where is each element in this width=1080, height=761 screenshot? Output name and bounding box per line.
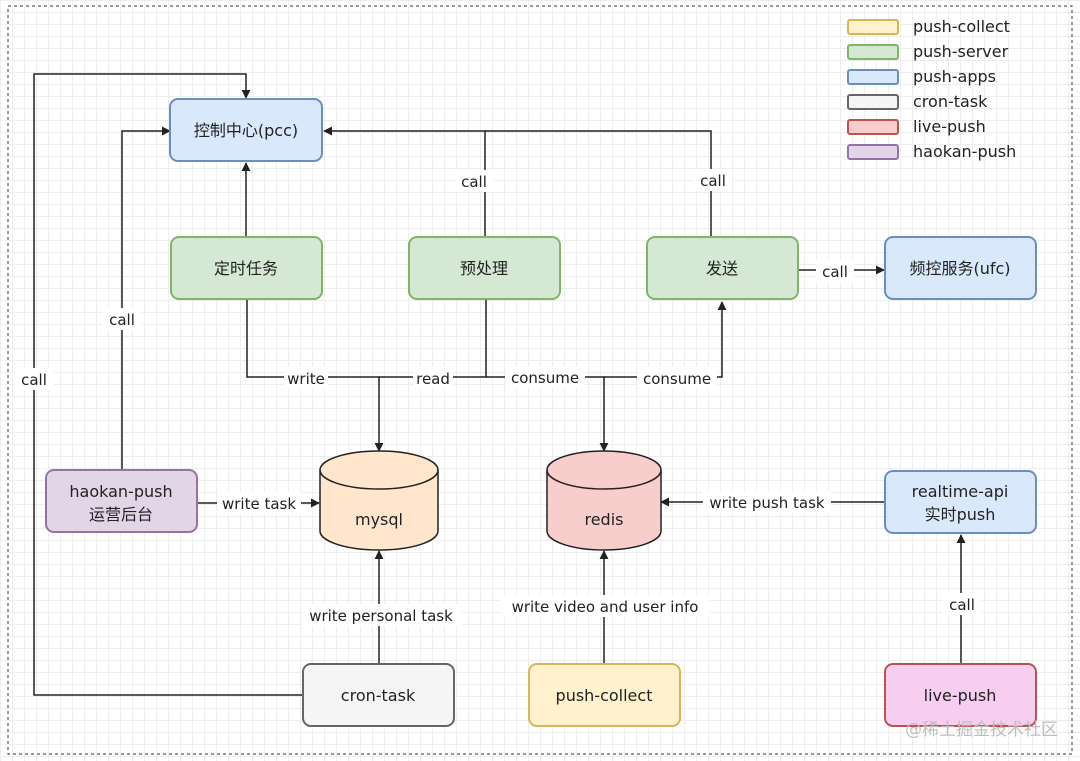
svg-text:realtime-api: realtime-api [912, 482, 1009, 501]
edge-label-call-cron: call [21, 371, 47, 389]
node-push-collect[interactable]: push-collect [528, 663, 681, 727]
edge-label-read: read [416, 370, 450, 388]
legend-label-live-push: live-push [913, 117, 986, 136]
edge-label-write-task: write task [222, 495, 296, 513]
edge-label-call-haokan: call [109, 311, 135, 329]
legend: push-collect push-server push-apps cron-… [847, 17, 1016, 161]
edge-redis-to-send [604, 301, 727, 378]
node-live-push[interactable]: live-push [884, 663, 1037, 727]
node-ufc[interactable]: 频控服务(ufc) [884, 236, 1037, 300]
node-schedule[interactable]: 定时任务 [170, 236, 323, 300]
edge-label-write-video-user-info: write video and user info [512, 598, 699, 616]
node-cron-task[interactable]: cron-task [302, 663, 455, 727]
edge-label-consume-preprocess: consume [511, 369, 579, 387]
svg-text:push-collect: push-collect [556, 686, 653, 705]
legend-swatch-haokan-push [847, 144, 899, 160]
node-haokan-admin[interactable]: haokan-push 运营后台 [45, 469, 198, 533]
svg-text:实时push: 实时push [925, 505, 996, 524]
legend-label-haokan-push: haokan-push [913, 142, 1016, 161]
edge-label-write-push-task: write push task [709, 494, 824, 512]
legend-swatch-push-server [847, 44, 899, 60]
svg-text:运营后台: 运营后台 [89, 505, 153, 524]
edge-preprocess-consume-redis [486, 376, 609, 452]
edge-labels: call call call call call write read cons… [15, 169, 981, 626]
svg-text:频控服务(ufc): 频控服务(ufc) [909, 259, 1010, 278]
legend-label-push-server: push-server [913, 42, 1009, 61]
legend-label-push-apps: push-apps [913, 67, 996, 86]
node-pcc[interactable]: 控制中心(pcc) [169, 98, 323, 162]
edges [33, 73, 966, 696]
svg-text:控制中心(pcc): 控制中心(pcc) [194, 121, 298, 140]
edge-label-call-preprocess: call [461, 173, 487, 191]
node-send[interactable]: 发送 [646, 236, 799, 300]
svg-text:cron-task: cron-task [341, 686, 416, 705]
edge-preprocess-read-mysql [379, 300, 487, 378]
edge-label-call-send: call [700, 172, 726, 190]
svg-text:mysql: mysql [355, 510, 403, 529]
node-realtime-api[interactable]: realtime-api 实时push [884, 470, 1037, 534]
watermark: @稀土掘金技术社区 [905, 720, 1058, 740]
legend-swatch-push-apps [847, 69, 899, 85]
edge-label-call-ufc: call [822, 263, 848, 281]
node-mysql[interactable]: mysql [319, 450, 439, 551]
svg-text:定时任务: 定时任务 [214, 259, 278, 278]
svg-text:预处理: 预处理 [460, 259, 508, 278]
svg-text:live-push: live-push [924, 686, 997, 705]
node-redis[interactable]: redis [546, 450, 662, 551]
edge-send-to-pcc [485, 130, 712, 237]
legend-swatch-cron-task [847, 94, 899, 110]
nodes: 控制中心(pcc) 定时任务 预处理 发送 频控服务(ufc) haokan-p… [45, 98, 1037, 727]
edge-haokan-to-pcc [121, 126, 171, 469]
edge-label-write-personal-task: write personal task [309, 607, 453, 625]
svg-text:haokan-push: haokan-push [69, 482, 172, 501]
svg-text:redis: redis [584, 510, 623, 529]
legend-swatch-push-collect [847, 19, 899, 35]
svg-text:发送: 发送 [706, 259, 738, 278]
legend-label-push-collect: push-collect [913, 17, 1010, 36]
legend-label-cron-task: cron-task [913, 92, 988, 111]
edge-label-call-live: call [949, 596, 975, 614]
edge-cron-to-pcc [33, 73, 303, 696]
edge-label-consume-send: consume [643, 370, 711, 388]
node-preprocess[interactable]: 预处理 [408, 236, 561, 300]
edge-label-write: write [287, 370, 325, 388]
legend-swatch-live-push [847, 119, 899, 135]
